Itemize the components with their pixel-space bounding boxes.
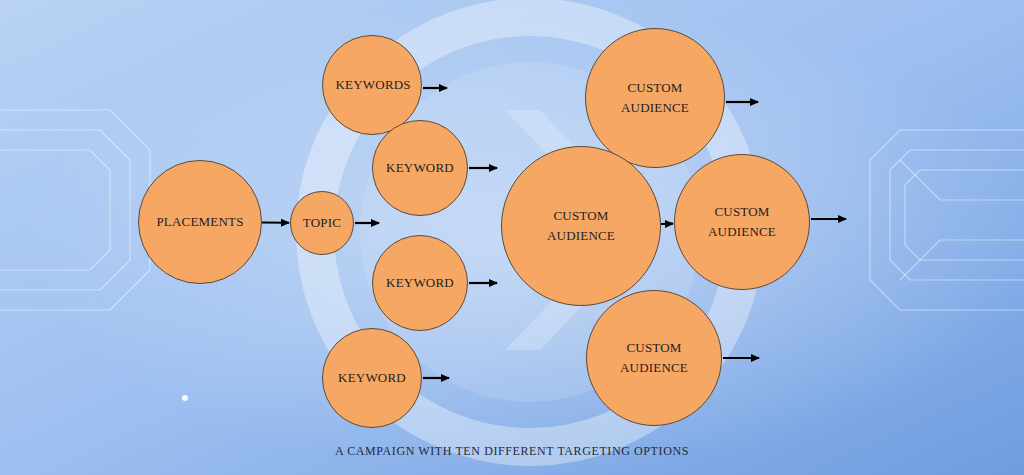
caption: A CAMPAIGN WITH TEN DIFFERENT TARGETING … (0, 444, 1024, 459)
node-label: CUSTOM AUDIENCE (693, 202, 792, 242)
target-circle: TOPIC (290, 191, 354, 255)
node-label: PLACEMENTS (156, 212, 243, 232)
node-label: KEYWORD (386, 158, 454, 178)
target-circle: KEYWORDS (322, 35, 422, 135)
target-circle: CUSTOM AUDIENCE (501, 146, 661, 306)
target-circle: KEYWORD (372, 235, 468, 331)
connector-arrow (661, 223, 673, 225)
target-circle: CUSTOM AUDIENCE (586, 290, 722, 426)
node-label: KEYWORD (386, 273, 454, 293)
target-circle: CUSTOM AUDIENCE (674, 154, 810, 290)
node-label: CUSTOM AUDIENCE (523, 206, 639, 246)
target-circle: CUSTOM AUDIENCE (585, 28, 725, 168)
target-circle: PLACEMENTS (138, 160, 262, 284)
node-label: CUSTOM AUDIENCE (604, 78, 706, 118)
target-circle: KEYWORD (322, 328, 422, 428)
connector-arrow (262, 221, 289, 223)
node-label: KEYWORDS (336, 75, 409, 95)
node-label: TOPIC (303, 213, 341, 233)
target-circle: KEYWORD (372, 120, 468, 216)
node-label: CUSTOM AUDIENCE (605, 338, 704, 378)
node-label: KEYWORD (338, 368, 406, 388)
